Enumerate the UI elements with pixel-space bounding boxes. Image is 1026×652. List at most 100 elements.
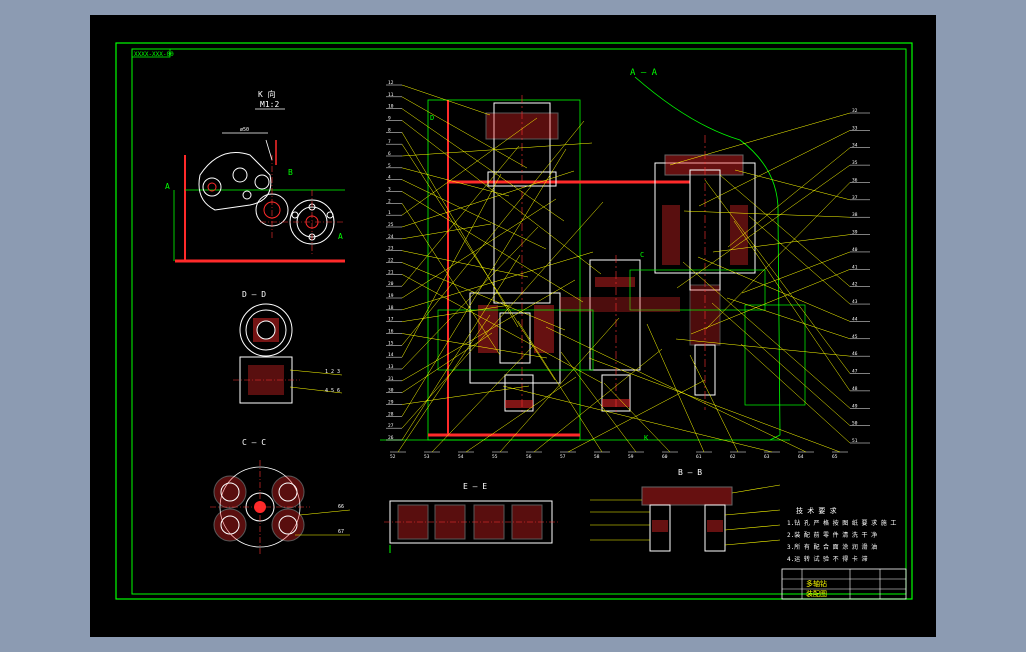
callout-label: 30 <box>388 388 394 394</box>
leader-lines-bottom: 52 53 54 55 56 57 58 59 60 61 62 63 64 65 <box>390 314 848 460</box>
callout-label: 11 <box>388 92 394 98</box>
callout-label: 35 <box>852 160 858 166</box>
callout-label: 8 <box>388 127 391 133</box>
section-b-b: B — B <box>590 468 781 552</box>
callout-label: 60 <box>662 454 668 460</box>
svg-text:4 5 6: 4 5 6 <box>325 388 340 394</box>
callout-label: 14 <box>388 352 394 358</box>
callout-label: 5 <box>388 163 391 169</box>
callout-label: 28 <box>388 411 394 417</box>
cad-drawing-canvas[interactable]: XXXX-XXX-00 K 向 M1:2 A B A ø50 <box>90 15 936 637</box>
section-dd-title: D — D <box>242 290 266 299</box>
callout-label: 58 <box>594 454 600 460</box>
callout-label: 1 <box>388 210 391 216</box>
callout-label: 64 <box>798 454 804 460</box>
callout-label: 3 <box>388 187 391 193</box>
callout-label: 62 <box>730 454 736 460</box>
tech-req-title: 技 术 要 求 <box>796 506 837 515</box>
callout-label: 40 <box>852 247 858 253</box>
callout-label: 53 <box>424 454 430 460</box>
dimension-label: ø50 <box>240 127 249 133</box>
section-bb-title: B — B <box>678 468 702 477</box>
marker-b: B <box>288 168 293 177</box>
callout-label: 54 <box>458 454 464 460</box>
callout-label: 55 <box>492 454 498 460</box>
callout-label: 34 <box>852 143 858 149</box>
callout-label: 39 <box>852 230 858 236</box>
section-c-c: C — C 66 67 <box>210 438 351 555</box>
callout-label: 17 <box>388 317 394 323</box>
section-cc-title: C — C <box>242 438 266 447</box>
callout-label: 25 <box>388 222 394 228</box>
callout-label: 12 <box>388 80 394 86</box>
tech-req-line-2: 2.装 配 前 零 件 清 洗 干 净 <box>787 531 877 539</box>
callout-label: 23 <box>388 246 394 252</box>
leader-lines-left: 1211109876543212524232221201918171615141… <box>386 80 604 441</box>
section-d-d: D — D 1 2 3 4 5 6 <box>233 290 343 404</box>
callout-label: 21 <box>388 269 394 275</box>
callout-label: 31 <box>388 376 394 382</box>
callout-label: 9 <box>388 116 391 122</box>
technical-requirements: 技 术 要 求 1.钻 孔 严 格 按 图 纸 要 求 施 工 2.装 配 前 … <box>787 506 896 563</box>
drawing-tag: XXXX-XXX-00 <box>134 51 174 58</box>
callout-label: 22 <box>388 258 394 264</box>
callout-label: 38 <box>852 212 858 218</box>
callout-label: 19 <box>388 293 394 299</box>
callout-label: 50 <box>852 421 858 427</box>
svg-text:67: 67 <box>338 529 344 535</box>
section-ee-title: E — E <box>463 482 487 491</box>
callout-label: 13 <box>388 364 394 370</box>
callout-label: 10 <box>388 104 394 110</box>
svg-text:66: 66 <box>338 504 344 510</box>
title-block-name: 多轴钻 <box>806 579 827 588</box>
callout-label: 26 <box>388 435 394 441</box>
callout-label: 36 <box>852 177 858 183</box>
assembly-drawing: XXXX-XXX-00 K 向 M1:2 A B A ø50 <box>115 42 913 600</box>
drawing-tag-box <box>131 48 171 58</box>
section-aa-title: A — A <box>630 68 658 78</box>
callout-label: 49 <box>852 403 858 409</box>
callout-label: 52 <box>390 454 396 460</box>
tech-req-line-3: 3.所 有 配 合 面 涂 润 滑 油 <box>787 543 877 551</box>
view-k: K 向 M1:2 A B A ø50 <box>165 89 345 263</box>
marker-a-right: A <box>338 232 343 241</box>
callout-label: 46 <box>852 351 858 357</box>
view-k-title: K 向 <box>258 89 276 99</box>
callout-label: 6 <box>388 151 391 157</box>
tech-req-line-4: 4.运 转 试 验 不 得 卡 滞 <box>787 555 868 563</box>
svg-text:1 2 3: 1 2 3 <box>325 369 340 375</box>
callout-label: 41 <box>852 264 858 270</box>
callout-label: 4 <box>388 175 391 181</box>
callout-label: 59 <box>628 454 634 460</box>
callout-label: 24 <box>388 234 394 240</box>
callout-label: 61 <box>696 454 702 460</box>
callout-label: 42 <box>852 282 858 288</box>
callout-label: 45 <box>852 334 858 340</box>
callout-label: 18 <box>388 305 394 311</box>
callout-label: 16 <box>388 329 394 335</box>
marker-d: D <box>430 114 434 122</box>
callout-label: 37 <box>852 195 858 201</box>
callout-label: 43 <box>852 299 858 305</box>
callout-label: 65 <box>832 454 838 460</box>
marker-k: K <box>644 434 649 442</box>
title-block-sub: 装配图 <box>806 589 827 598</box>
callout-label: 51 <box>852 438 858 444</box>
tech-req-line-1: 1.钻 孔 严 格 按 图 纸 要 求 施 工 <box>787 519 896 527</box>
callout-label: 7 <box>388 139 391 145</box>
section-a-a: A — A <box>380 68 806 442</box>
callout-label: 44 <box>852 316 858 322</box>
callout-label: 33 <box>852 125 858 131</box>
callout-label: 27 <box>388 423 394 429</box>
title-block: 多轴钻 装配图 <box>781 568 907 600</box>
callout-label: 63 <box>764 454 770 460</box>
marker-c: C <box>640 251 644 259</box>
outer-frame <box>115 42 913 600</box>
inner-frame <box>131 48 907 595</box>
callout-label: 56 <box>526 454 532 460</box>
marker-a-left: A <box>165 182 170 191</box>
callout-label: 57 <box>560 454 566 460</box>
callout-label: 47 <box>852 369 858 375</box>
callout-label: 15 <box>388 340 394 346</box>
